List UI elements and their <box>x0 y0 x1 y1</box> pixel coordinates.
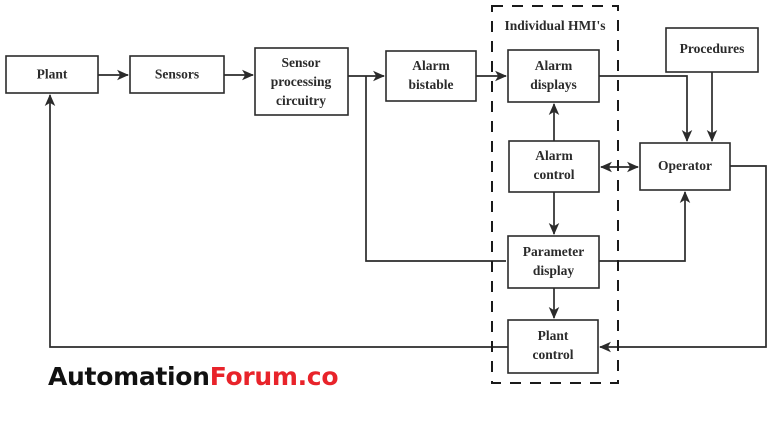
individual-hmis-group-label: Individual HMI's <box>505 18 606 33</box>
node-alarm-control-label-line1: Alarm <box>535 148 573 163</box>
node-plant-control-rect <box>507 319 599 374</box>
node-alarm-bistable-label-line2: bistable <box>408 77 453 92</box>
node-operator-rect <box>639 142 731 191</box>
connector-alarm-displays-to-operator <box>599 75 693 142</box>
node-alarm-displays-rect <box>507 49 600 103</box>
watermark-red-part: Forum.co <box>209 362 339 391</box>
connector-plant-control-to-plant <box>44 94 508 348</box>
node-sensor-processing-label-line1: Sensor <box>281 55 320 70</box>
node-parameter-display-rect <box>507 235 600 289</box>
node-sensor-processing-label-line2: processing <box>271 74 332 89</box>
node-alarm-control[interactable]: Alarm control <box>508 140 600 193</box>
node-plant[interactable]: Plant <box>5 55 99 94</box>
node-parameter-display-label-line1: Parameter <box>523 244 584 259</box>
node-parameter-display-label-line2: display <box>533 263 575 278</box>
node-plant-rect <box>5 55 99 94</box>
node-plant-control[interactable]: Plant control <box>507 319 599 374</box>
node-alarm-control-rect <box>508 140 600 193</box>
node-sensor-processing-rect <box>254 47 349 116</box>
individual-hmis-group-boundary <box>491 5 619 384</box>
connector-operator-to-plant-control <box>599 165 767 353</box>
node-sensors-rect <box>129 55 225 94</box>
node-plant-label: Plant <box>37 67 68 82</box>
node-alarm-bistable-rect <box>385 50 477 102</box>
node-alarm-control-label-line2: control <box>534 167 575 182</box>
node-sensor-processing-label-line3: circuitry <box>276 93 326 108</box>
node-operator[interactable]: Operator <box>639 142 731 191</box>
node-procedures-label: Procedures <box>680 41 745 56</box>
node-sensors[interactable]: Sensors <box>129 55 225 94</box>
node-plant-control-label-line1: Plant <box>538 328 569 343</box>
watermark-automationforum: AutomationForum.co <box>48 362 339 391</box>
node-sensors-label: Sensors <box>155 67 199 82</box>
node-operator-label: Operator <box>658 158 712 173</box>
node-plant-control-label-line2: control <box>533 347 574 362</box>
watermark-black-part: Automation <box>48 362 210 391</box>
connector-parameter-display-to-operator <box>599 191 691 262</box>
node-procedures[interactable]: Procedures <box>665 27 759 73</box>
connector-sensor-processing-to-parameter-display <box>365 76 506 262</box>
node-alarm-displays-label-line2: displays <box>530 77 577 92</box>
node-parameter-display[interactable]: Parameter display <box>507 235 600 289</box>
node-alarm-bistable-label-line1: Alarm <box>412 58 450 73</box>
node-alarm-displays-label-line1: Alarm <box>535 58 573 73</box>
node-alarm-bistable[interactable]: Alarm bistable <box>385 50 477 102</box>
node-alarm-displays[interactable]: Alarm displays <box>507 49 600 103</box>
node-sensor-processing-circuitry[interactable]: Sensor processing circuitry <box>254 47 349 116</box>
node-procedures-rect <box>665 27 759 73</box>
